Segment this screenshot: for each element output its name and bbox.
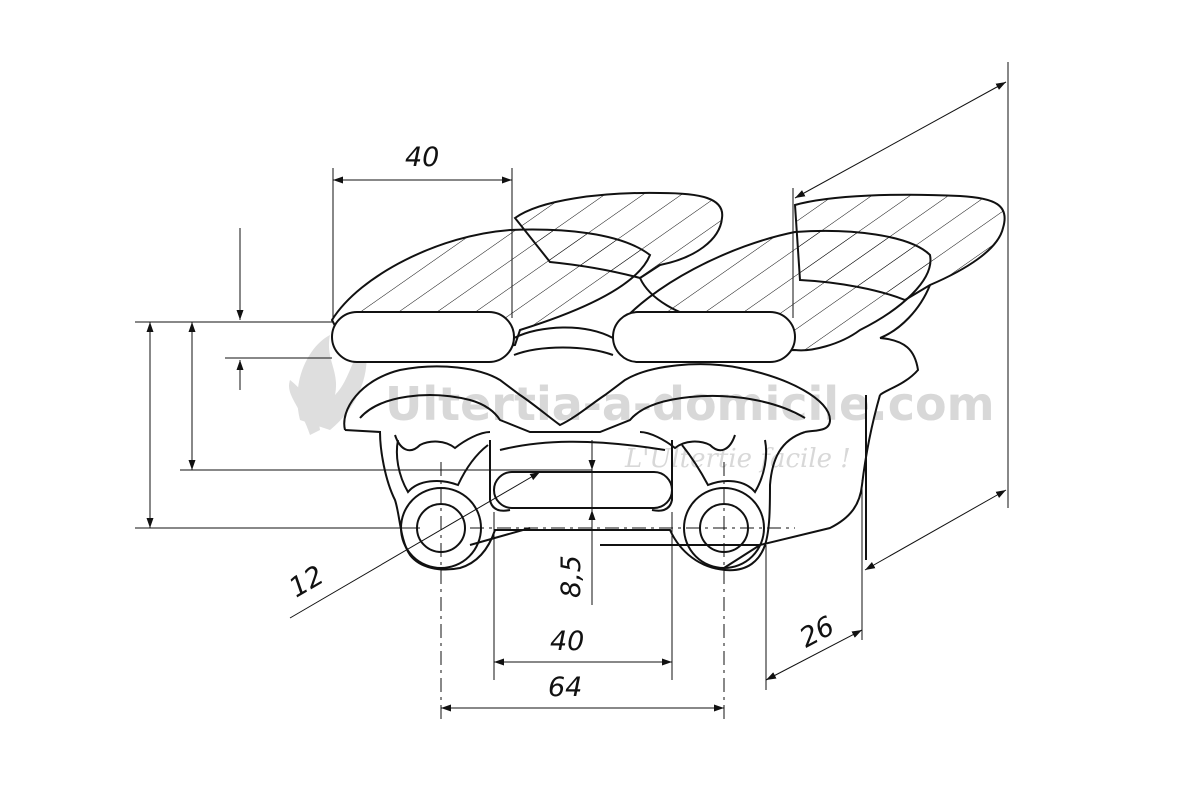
center-slot <box>493 471 673 509</box>
profile-front <box>330 228 932 720</box>
dim-slot-width: 40 <box>550 626 584 657</box>
dim-slot-height: 8,5 <box>556 555 587 598</box>
dim-hole-diameter: 12 <box>284 560 329 604</box>
right-hole-outer <box>683 487 765 569</box>
dim-top-width: 40 <box>405 142 439 173</box>
dim-hole-spacing: 64 <box>548 672 582 703</box>
watermark-main-text: Ultertia-a-domicile.com <box>385 377 995 431</box>
right-magnet-strip <box>612 311 796 363</box>
dim-depth: 26 <box>795 611 840 655</box>
left-magnet-strip <box>331 311 515 363</box>
